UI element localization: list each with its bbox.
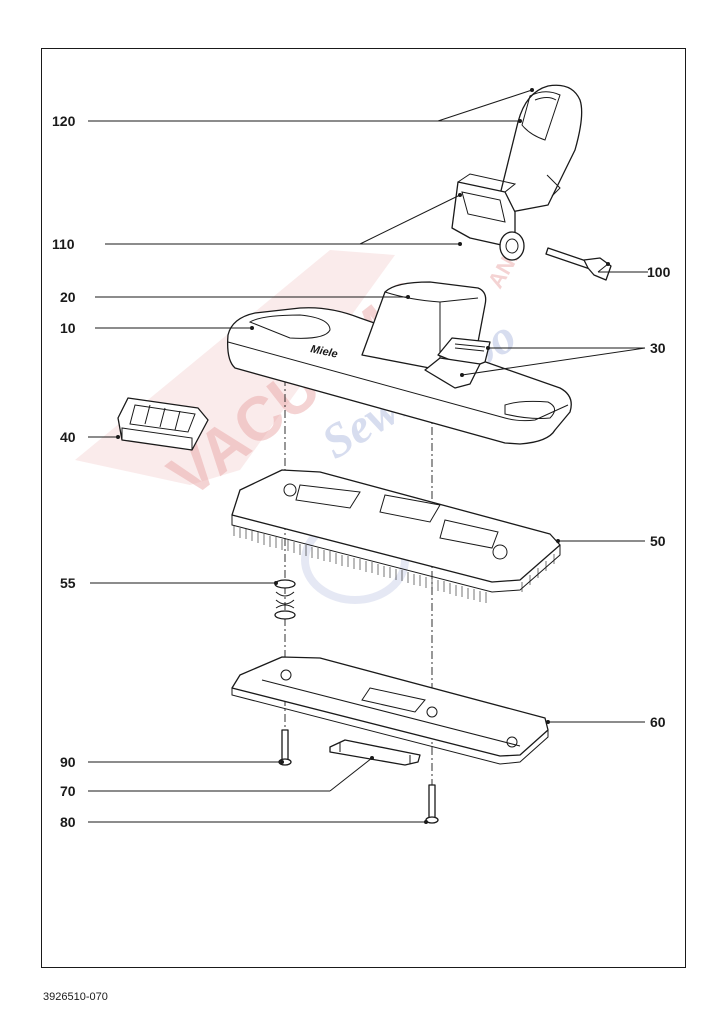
- part-120-neck: [494, 84, 583, 216]
- part-40-cassette: [117, 397, 209, 451]
- callout-110: 110: [52, 236, 75, 252]
- callout-80: 80: [60, 814, 76, 830]
- callout-10: 10: [60, 320, 76, 336]
- callout-100: 100: [647, 264, 671, 280]
- callout-40: 40: [60, 429, 76, 445]
- brand-logo-text: Miele: [309, 343, 338, 360]
- part-10-housing: Miele: [227, 307, 572, 445]
- leader-dots: [116, 88, 610, 824]
- brush-bristles: [233, 526, 555, 603]
- callout-labels: 120 110 100 20 10 30 40 50 55 60 90 70 8…: [52, 113, 671, 830]
- alignment-lines: [284, 378, 433, 790]
- callout-30: 30: [650, 340, 666, 356]
- part-30-slider: [424, 337, 491, 389]
- callout-20: 20: [60, 289, 76, 305]
- callout-90: 90: [60, 754, 76, 770]
- part-90-screw: [278, 729, 292, 766]
- drawing-frame: [41, 48, 686, 968]
- part-60-base-plate: [231, 656, 549, 765]
- callout-70: 70: [60, 783, 76, 799]
- callout-50: 50: [650, 533, 666, 549]
- leader-lines: [88, 89, 648, 823]
- part-55-spring: [274, 579, 296, 620]
- part-100-pin: [545, 247, 612, 281]
- callout-60: 60: [650, 714, 666, 730]
- part-110-swivel: [451, 173, 525, 261]
- callout-55: 55: [60, 575, 76, 591]
- callout-120: 120: [52, 113, 76, 129]
- drawing-reference-number: 3926510-070: [43, 991, 108, 1003]
- part-50-brush-plate: [231, 469, 561, 603]
- part-70-strip: [329, 739, 421, 766]
- part-80-screw: [425, 784, 439, 824]
